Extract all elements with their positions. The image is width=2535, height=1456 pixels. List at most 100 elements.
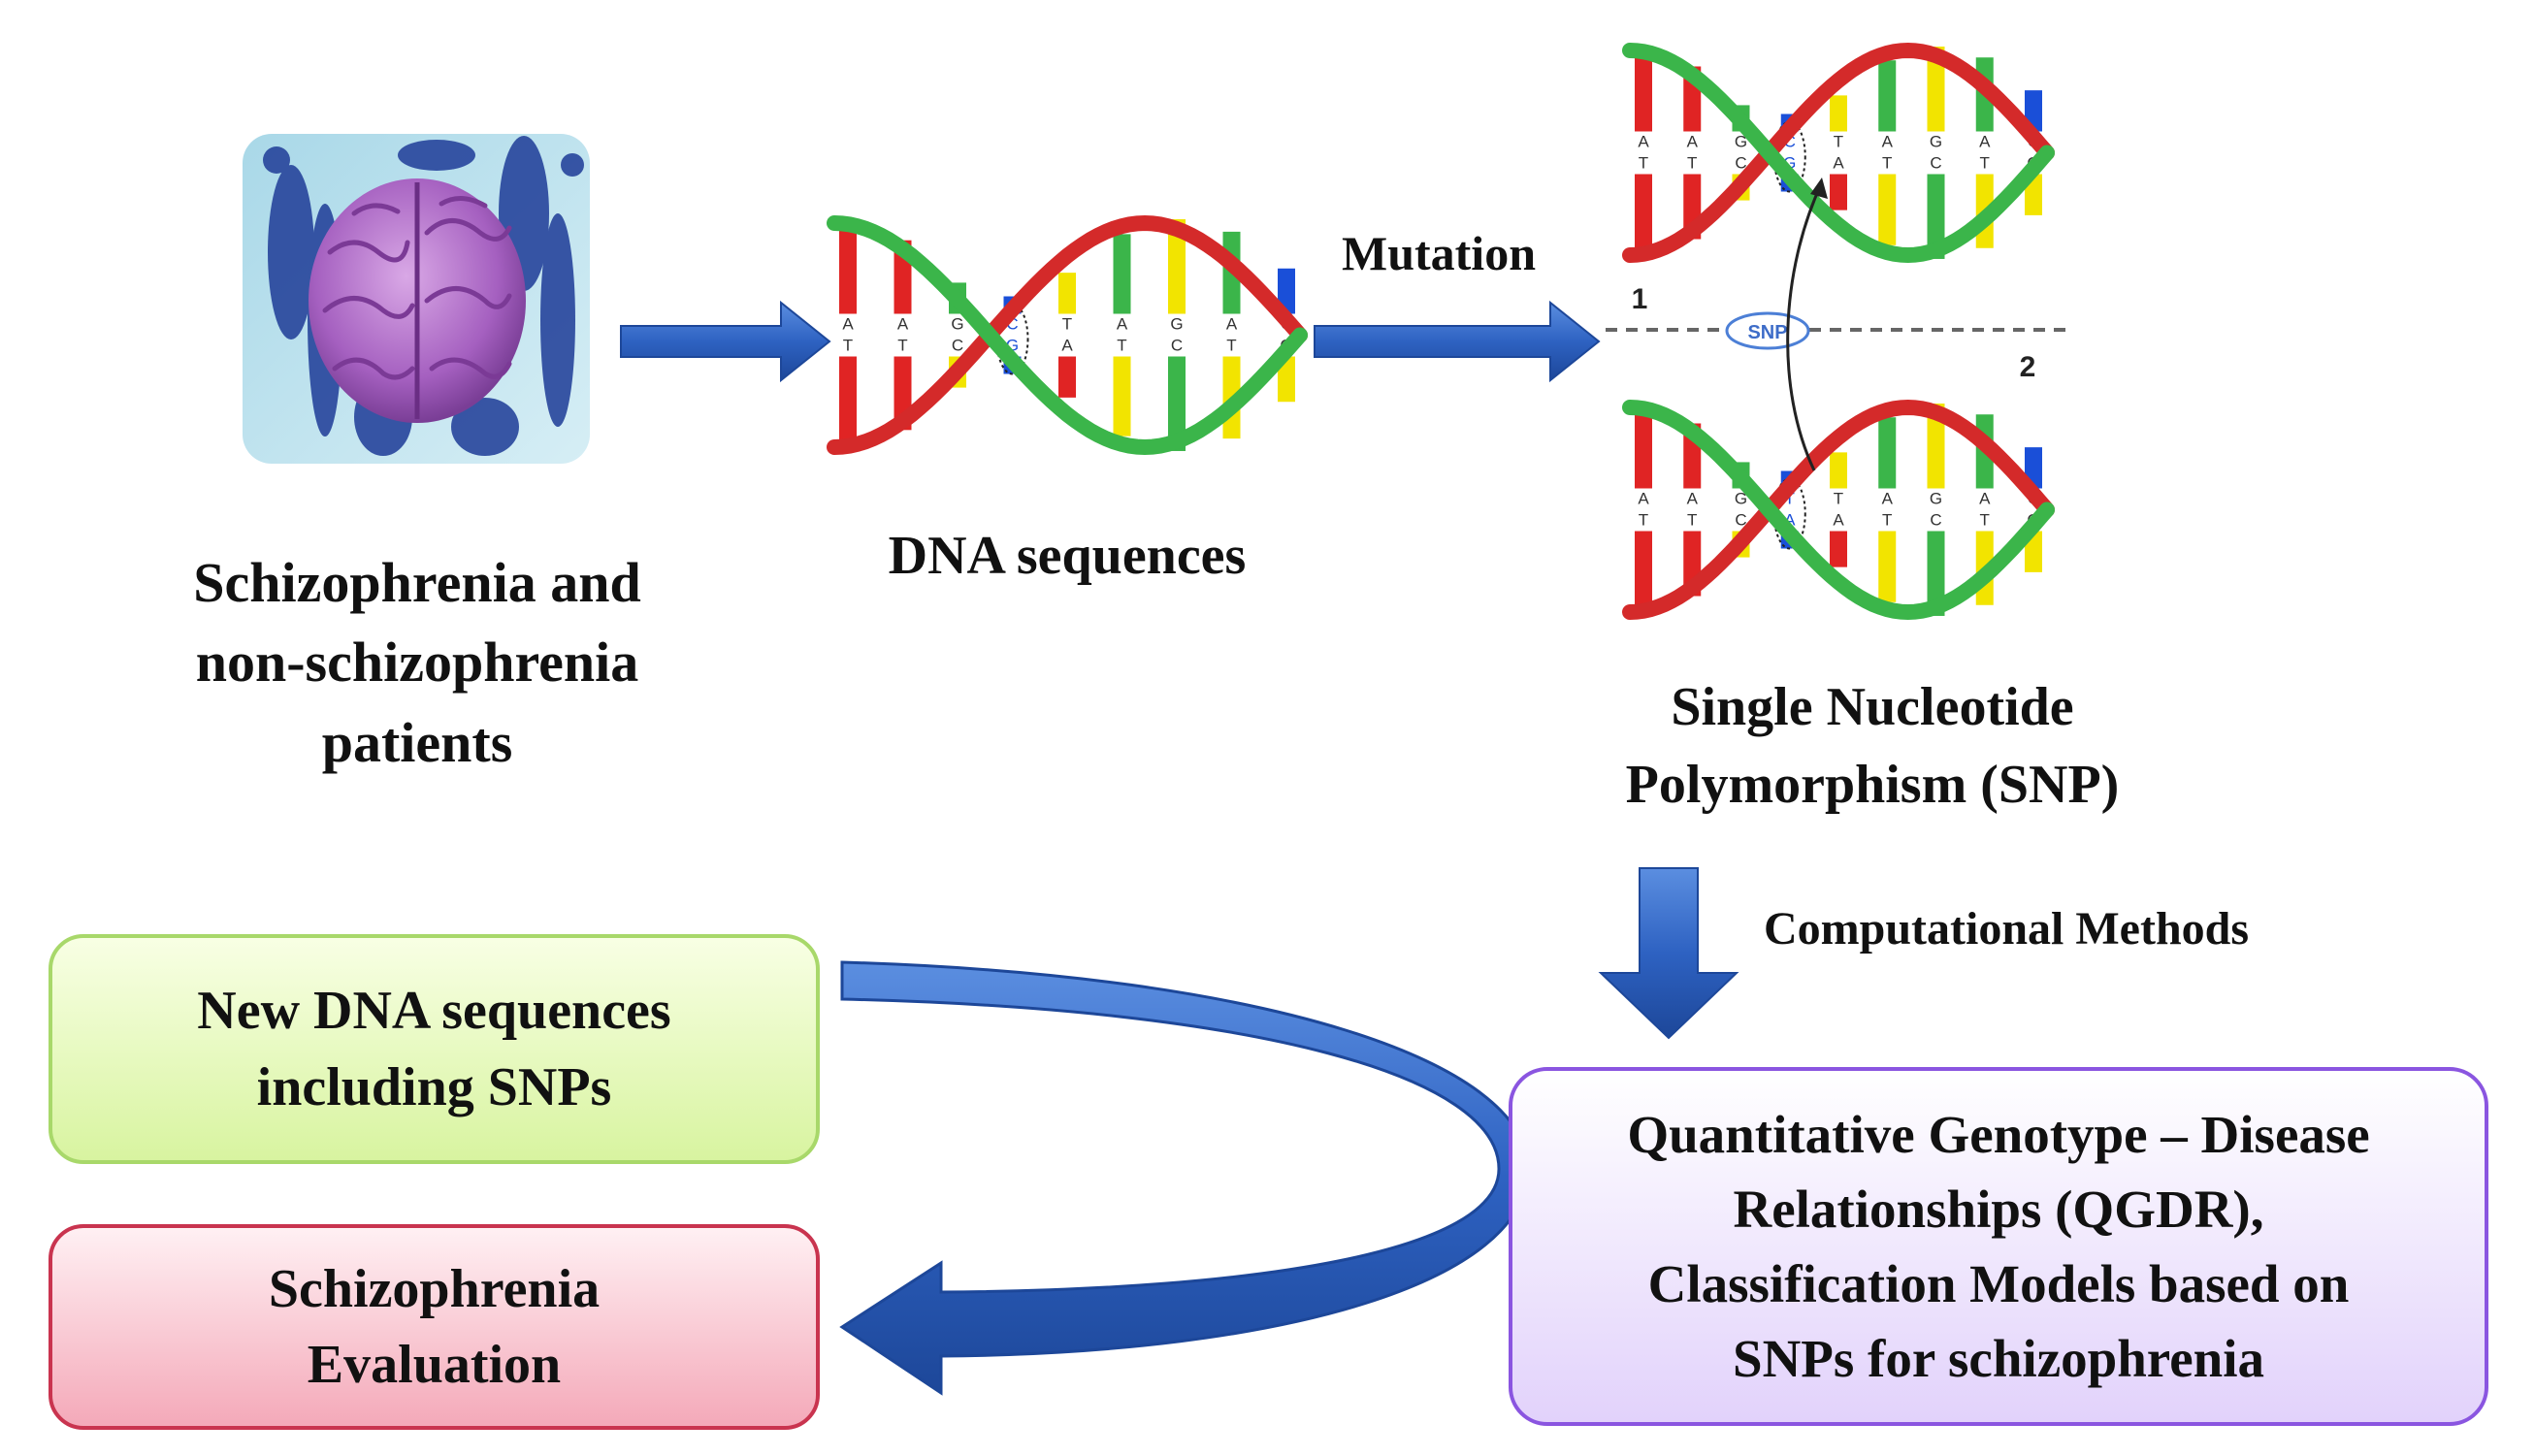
base-letter: T	[1834, 133, 1843, 151]
new-dna-sequences-box: New DNA sequences including SNPs	[49, 934, 820, 1164]
allele-2-label: 2	[2020, 351, 2036, 383]
base-letter: C	[1930, 154, 1941, 173]
helix-strand-red	[1622, 399, 2055, 620]
base-letter: C	[1735, 154, 1746, 173]
base-letter: G	[1930, 133, 1942, 151]
base-letter: A	[842, 315, 854, 334]
base-letter: A	[1833, 154, 1844, 173]
base-bar-top	[1927, 404, 1945, 489]
new-dna-line-2: including SNPs	[256, 1056, 612, 1117]
base-letter: A	[1882, 133, 1894, 151]
base-letter: C	[1735, 511, 1746, 530]
computational-methods-label: Computational Methods	[1764, 903, 2250, 954]
helix-strand-red	[1622, 42, 2055, 263]
allele-1-label: 1	[1632, 283, 1648, 315]
base-letter: G	[1735, 133, 1747, 151]
base-bar-top	[1168, 219, 1186, 314]
base-bar-top	[1830, 452, 1847, 489]
base-bar-top	[1878, 417, 1897, 489]
helix-strand-red	[827, 214, 1308, 455]
evaluation-line-1: Schizophrenia	[268, 1258, 601, 1319]
qgdr-models-box: Quantitative Genotype – Disease Relation…	[1509, 1067, 2488, 1426]
base-letter: T	[1980, 511, 1990, 530]
snp-divider: SNP 1 2	[1606, 178, 2066, 471]
base-letter: A	[1979, 490, 1991, 508]
base-letter: T	[1226, 337, 1236, 355]
base-letter: A	[1117, 315, 1128, 334]
base-letter: A	[1833, 511, 1844, 530]
base-bar-bottom	[1635, 174, 1652, 258]
base-letter: T	[1062, 315, 1072, 334]
base-letter: A	[1687, 490, 1699, 508]
evaluation-line-2: Evaluation	[307, 1335, 562, 1395]
base-bar-bottom	[1830, 531, 1847, 567]
base-bar-top	[1878, 60, 1897, 132]
helix-strand-green	[1622, 400, 2055, 621]
base-bar-top	[1635, 404, 1652, 489]
base-bar-bottom	[1635, 531, 1652, 615]
helix-strand-green	[827, 215, 1308, 456]
base-letter: G	[1170, 315, 1183, 334]
base-letter: T	[1980, 154, 1990, 173]
base-bar-bottom	[839, 356, 857, 451]
base-bar-bottom	[1878, 174, 1897, 245]
base-letter: T	[1882, 154, 1892, 173]
base-letter: T	[1882, 511, 1892, 530]
base-letter: C	[952, 337, 963, 355]
schizophrenia-evaluation-box: Schizophrenia Evaluation	[49, 1224, 820, 1430]
qgdr-line-4: SNPs for schizophrenia	[1732, 1329, 2264, 1388]
base-letter: A	[1882, 490, 1894, 508]
base-letter: T	[897, 337, 907, 355]
base-bar-bottom	[1927, 531, 1945, 616]
base-bar-bottom	[1058, 356, 1076, 398]
base-letter: T	[1687, 511, 1697, 530]
base-bar-bottom	[1830, 174, 1847, 210]
base-letter: A	[1638, 133, 1649, 151]
base-bar-top	[1830, 95, 1847, 132]
arrow-to-dna	[620, 300, 831, 383]
new-dna-line-1: New DNA sequences	[197, 981, 671, 1042]
base-letter: T	[1117, 337, 1126, 355]
base-letter: T	[1687, 154, 1697, 173]
base-bar-top	[1927, 47, 1945, 132]
base-letter: A	[1226, 315, 1238, 334]
base-bar-bottom	[1927, 174, 1945, 259]
base-letter: G	[951, 315, 963, 334]
arrow-computational	[1598, 867, 1739, 1040]
qgdr-line-2: Relationships (QGDR),	[1733, 1180, 2264, 1239]
base-letter: T	[1785, 490, 1795, 508]
patients-label: Schizophrenia and non-schizophrenia pati…	[193, 551, 641, 774]
qgdr-line-1: Quantitative Genotype – Disease	[1627, 1105, 2370, 1164]
base-letter: T	[843, 337, 853, 355]
base-bar-bottom	[1168, 356, 1186, 451]
base-bar-top	[1058, 273, 1076, 314]
mutation-label: Mutation	[1342, 226, 1536, 280]
base-letter: A	[1061, 337, 1073, 355]
base-letter: G	[1930, 490, 1942, 508]
snp-title: Single Nucleotide Polymorphism (SNP)	[1625, 677, 2120, 815]
base-letter: T	[1639, 511, 1648, 530]
helix-strand-green	[1622, 43, 2055, 264]
base-letter: A	[1638, 490, 1649, 508]
brain-icon	[243, 134, 590, 464]
base-letter: C	[1171, 337, 1183, 355]
base-bar-top	[1278, 268, 1295, 314]
base-bar-top	[1113, 234, 1131, 314]
base-bar-top	[839, 219, 857, 314]
base-bar-bottom	[1878, 531, 1897, 602]
qgdr-line-3: Classification Models based on	[1647, 1254, 2350, 1313]
base-letter: T	[1834, 490, 1843, 508]
base-letter: C	[1930, 511, 1941, 530]
base-bar-bottom	[1113, 356, 1131, 437]
snp-marker: SNP	[1747, 322, 1787, 343]
arrow-mutation	[1314, 300, 1601, 383]
base-letter: G	[1735, 490, 1747, 508]
base-letter: A	[897, 315, 909, 334]
arrow-feedback	[839, 960, 1530, 1396]
dna-sequences-label: DNA sequences	[888, 526, 1247, 586]
base-bar-top	[1635, 48, 1652, 132]
